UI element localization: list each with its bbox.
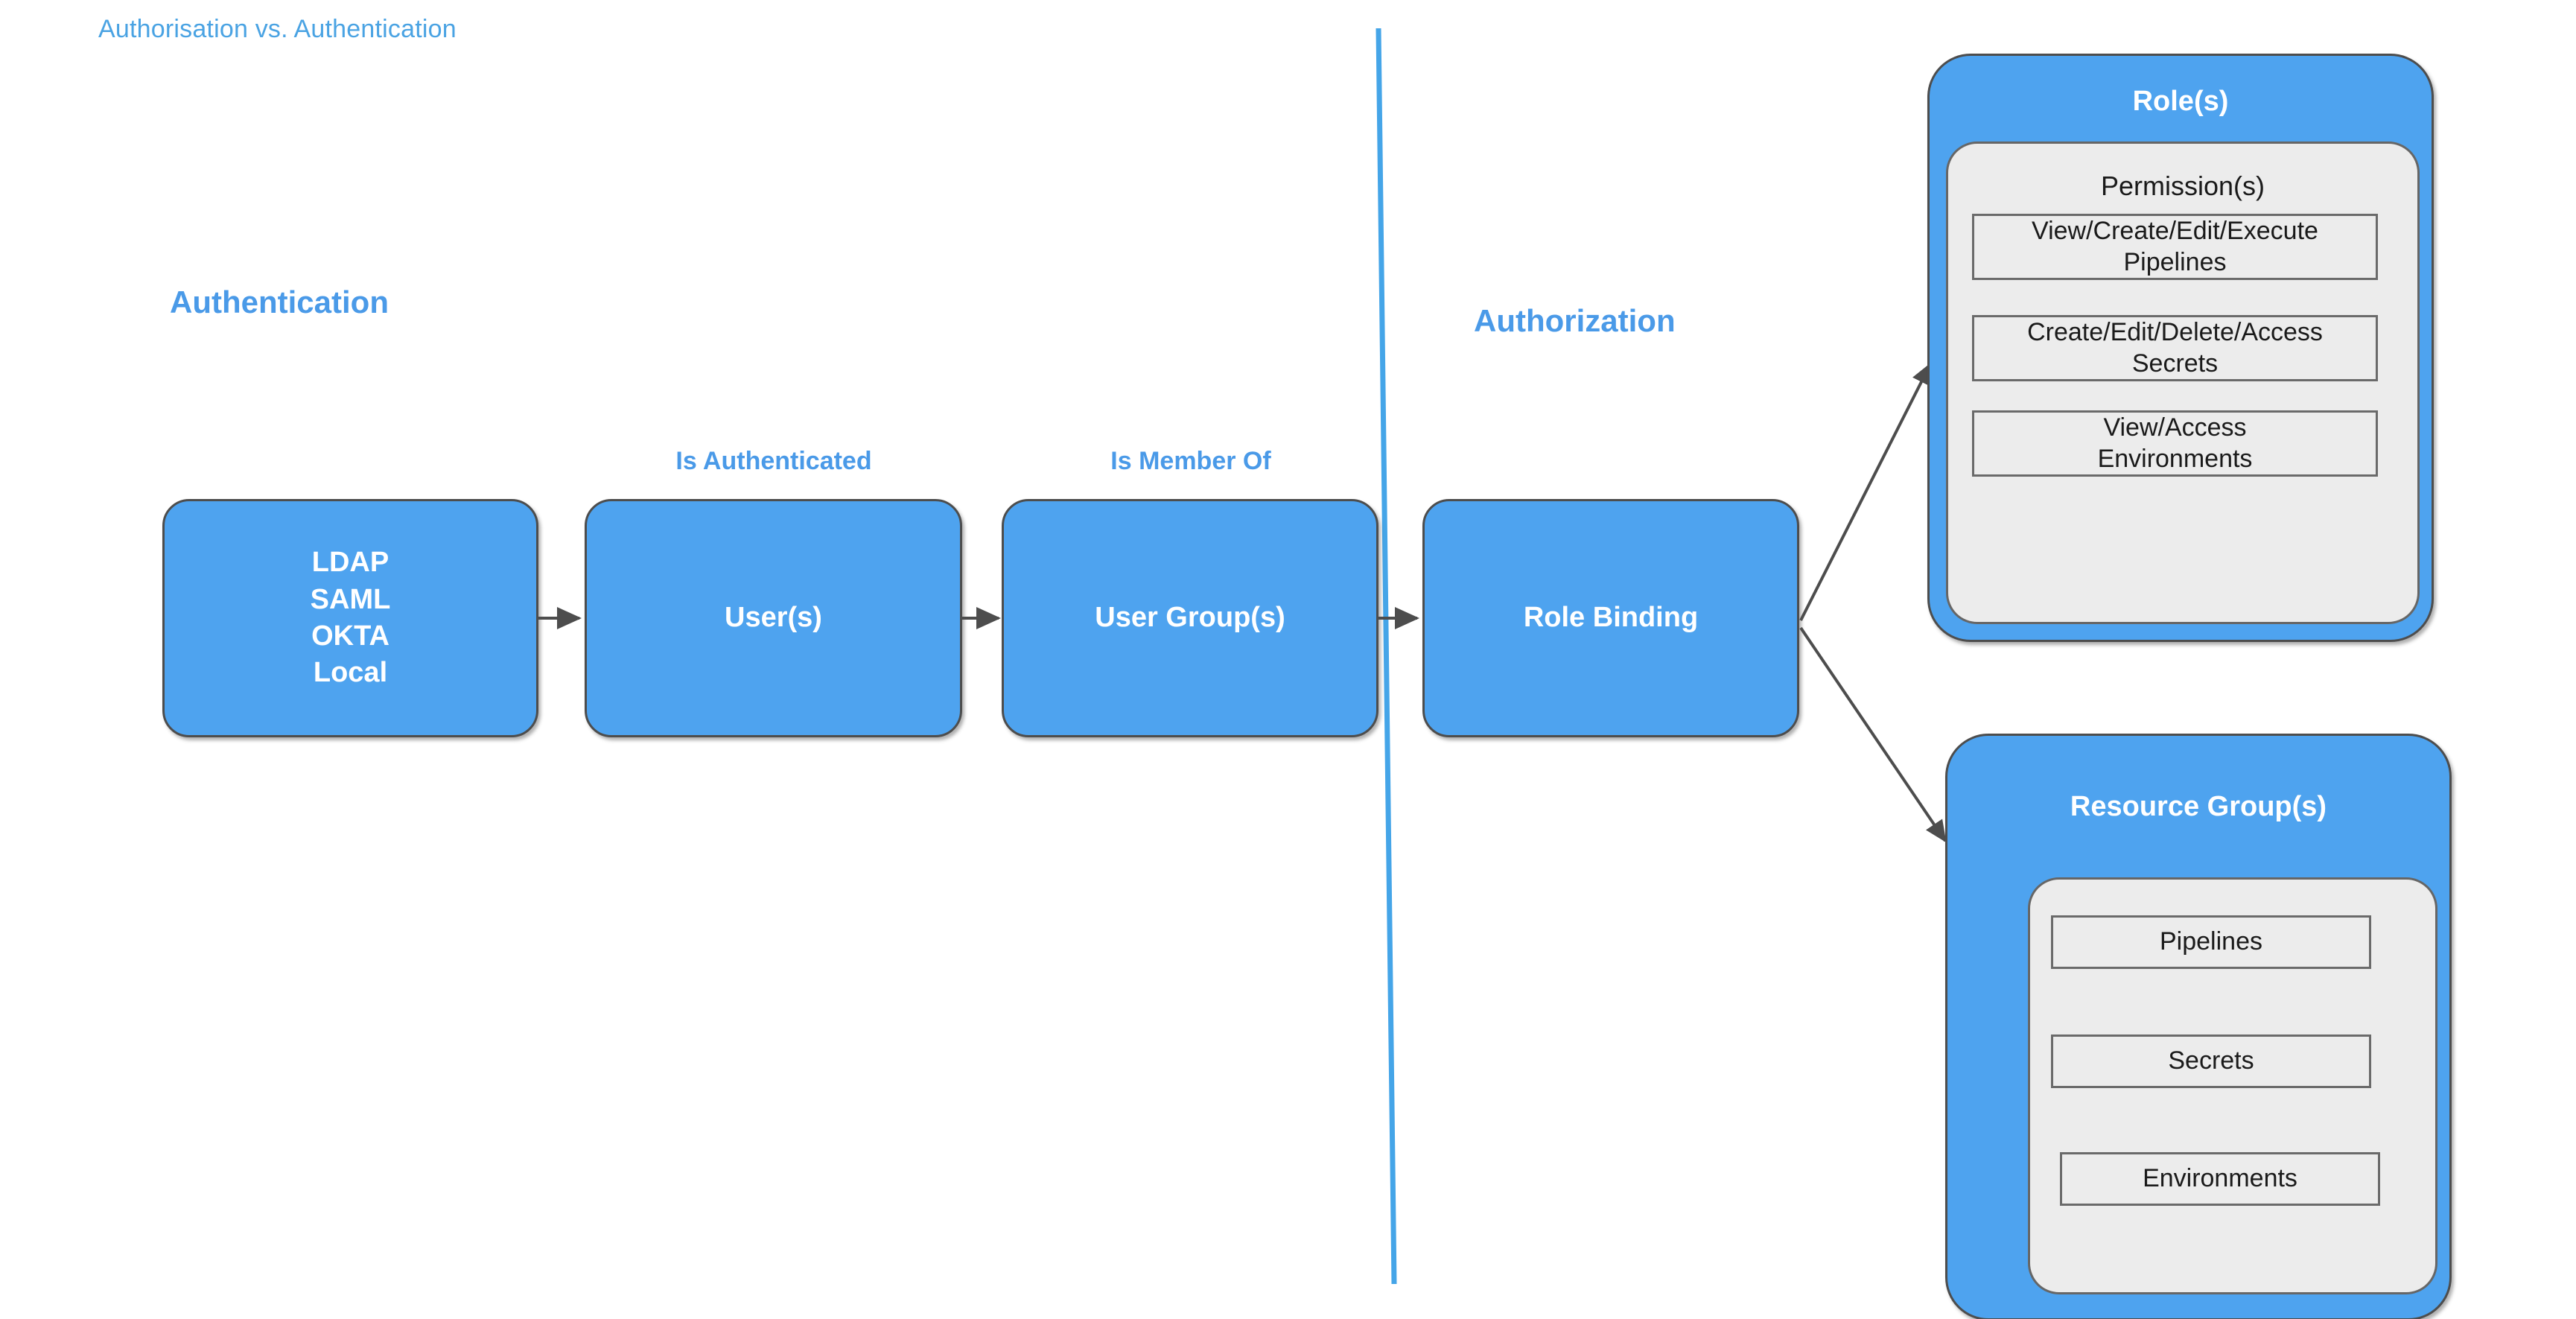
permission-item-environments-label: View/Access Environments [2097, 413, 2253, 473]
section-heading-authentication: Authentication [170, 285, 389, 320]
edge-label-is-member-of: Is Member Of [1110, 447, 1271, 475]
edge-label-is-authenticated: Is Authenticated [675, 447, 872, 475]
flow-box-user-groups[interactable]: User Group(s) [1002, 499, 1378, 737]
section-divider-line [1376, 28, 1397, 1285]
group-resource-groups[interactable]: Resource Group(s) Pipelines Secrets Envi… [1945, 734, 2452, 1319]
permission-item-pipelines-label: View/Create/Edit/Execute Pipelines [2032, 217, 2318, 276]
permission-item-pipelines[interactable]: View/Create/Edit/Execute Pipelines [1972, 214, 2378, 280]
group-roles[interactable]: Role(s) Permission(s) View/Create/Edit/E… [1927, 54, 2434, 642]
group-resource-groups-title: Resource Group(s) [2070, 791, 2327, 822]
arrow-role-binding-to-resource-groups [1799, 626, 1947, 843]
flow-box-role-binding-label: Role Binding [1523, 602, 1699, 634]
group-resource-groups-inner-panel: Pipelines Secrets Environments [2028, 877, 2437, 1294]
resource-item-secrets[interactable]: Secrets [2051, 1034, 2371, 1088]
permissions-title: Permission(s) [2100, 171, 2265, 201]
section-heading-authorization: Authorization [1474, 303, 1676, 338]
resource-item-secrets-label: Secrets [2168, 1046, 2254, 1075]
flow-box-user-groups-label: User Group(s) [1095, 602, 1285, 634]
flow-box-identity-providers[interactable]: LDAP SAML OKTA Local [162, 499, 538, 737]
permission-item-secrets-label: Create/Edit/Delete/Access Secrets [2027, 318, 2323, 378]
flow-box-role-binding[interactable]: Role Binding [1422, 499, 1799, 737]
arrow-role-binding-to-roles [1799, 362, 1932, 621]
group-roles-title: Role(s) [2132, 86, 2229, 117]
resource-item-pipelines-label: Pipelines [2160, 927, 2262, 956]
permission-item-environments[interactable]: View/Access Environments [1972, 410, 2378, 477]
flow-box-identity-providers-label: LDAP SAML OKTA Local [310, 547, 391, 689]
permission-item-secrets[interactable]: Create/Edit/Delete/Access Secrets [1972, 315, 2378, 381]
resource-item-environments[interactable]: Environments [2060, 1152, 2380, 1206]
flow-box-users[interactable]: User(s) [585, 499, 962, 737]
flow-box-users-label: User(s) [725, 602, 822, 634]
resource-item-pipelines[interactable]: Pipelines [2051, 915, 2371, 969]
group-roles-inner-panel: Permission(s) View/Create/Edit/Execute P… [1946, 142, 2420, 624]
page-title: Authorisation vs. Authentication [98, 15, 457, 43]
resource-item-environments-label: Environments [2143, 1164, 2297, 1193]
